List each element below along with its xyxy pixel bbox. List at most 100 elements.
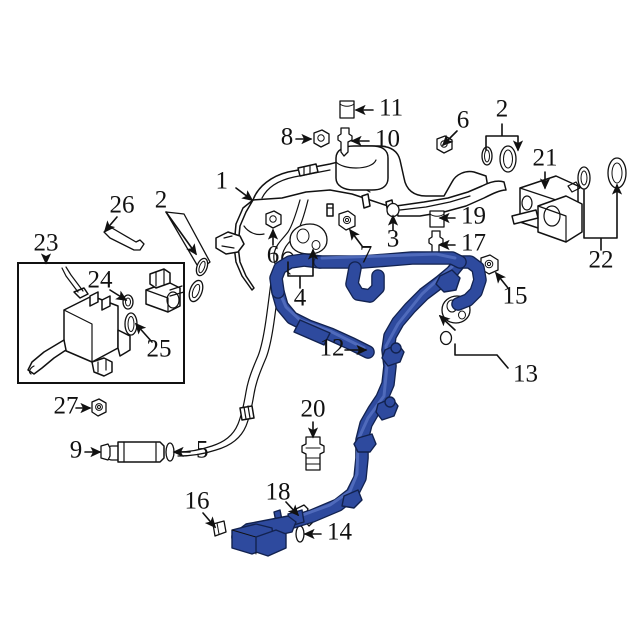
callout-number-8: 8: [281, 124, 294, 151]
callout-leader-1: [235, 187, 254, 201]
callout-2b: 2: [485, 96, 518, 150]
coupler-lower: [353, 433, 377, 453]
callout-7: 7: [349, 228, 373, 269]
callout-number-10: 10: [375, 126, 400, 153]
valve-10: [337, 127, 353, 157]
seal-3: [386, 202, 400, 218]
callout-5: 5: [172, 437, 209, 464]
callout-number-5: 5: [196, 437, 209, 464]
callout-leader-16: [202, 512, 217, 529]
callout-leader-18: [285, 501, 300, 517]
part-group-21-expansion-valve: [511, 175, 583, 243]
clip-16: [212, 520, 227, 537]
nut-8: [313, 129, 330, 148]
nut-27: [91, 398, 107, 417]
sleeve-19: [429, 210, 445, 228]
callout-number-12: 12: [320, 335, 345, 362]
callout-leader-2b: [485, 123, 518, 150]
oring-13-small: [439, 330, 453, 346]
callout-leader-22: [583, 185, 617, 251]
callout-6a: 6: [267, 228, 280, 269]
callout-leader-15: [495, 271, 509, 289]
callout-number-7: 7: [360, 242, 373, 269]
callout-number-3: 3: [387, 226, 400, 253]
callout-18: 18: [266, 479, 300, 517]
callout-leader-26: [103, 216, 118, 233]
callout-leader-4: [287, 250, 313, 289]
callout-23: 23: [34, 230, 59, 265]
callout-number-19: 19: [461, 203, 486, 230]
callout-27: 27: [54, 393, 92, 420]
callout-number-15: 15: [503, 283, 528, 310]
callout-22: 22: [583, 185, 617, 274]
nut-6a: [265, 210, 282, 229]
callout-number-18: 18: [266, 479, 291, 506]
callout-11: 11: [354, 95, 403, 122]
callout-1: 1: [216, 168, 254, 201]
oring-2b-small: [481, 146, 493, 166]
callout-25: 25: [134, 322, 172, 363]
callout-number-17: 17: [461, 230, 486, 257]
callout-leader-25: [134, 322, 153, 343]
callout-14: 14: [303, 519, 353, 546]
callout-number-24: 24: [88, 267, 114, 294]
sleeve-11: [339, 100, 355, 119]
callout-number-1: 1: [216, 168, 229, 195]
callout-19: 19: [438, 203, 486, 230]
callout-16: 16: [185, 488, 217, 529]
callout-number-25: 25: [147, 336, 172, 363]
callout-number-27: 27: [54, 393, 79, 420]
coupler-bottom: [341, 489, 363, 509]
callout-number-6a: 6: [267, 242, 280, 269]
callout-21: 21: [533, 145, 558, 190]
callout-leader-24: [109, 289, 128, 301]
callout-24: 24: [88, 267, 128, 301]
callout-number-2b: 2: [496, 96, 509, 123]
callout-3: 3: [387, 214, 400, 253]
callout-26: 26: [103, 192, 135, 233]
callout-number-26: 26: [110, 192, 135, 219]
callout-leader-6b: [441, 130, 458, 147]
inset-box-23: [17, 262, 185, 384]
callout-20: 20: [301, 396, 326, 439]
muffler-sleeve: [293, 319, 331, 346]
callout-13: 13: [440, 316, 538, 388]
callout-12: 12: [320, 335, 368, 362]
highlighted-refrigerant-line-12: [231, 251, 487, 557]
oring-14: [295, 525, 305, 543]
callout-8: 8: [281, 124, 313, 151]
callout-2a: 2: [155, 187, 197, 256]
end-fitting-right: [435, 269, 461, 293]
callout-leader-13: [440, 316, 509, 369]
callout-number-11: 11: [379, 95, 403, 122]
callout-number-14: 14: [327, 519, 353, 546]
callout-number-4: 4: [294, 285, 307, 312]
callout-number-23: 23: [34, 230, 59, 257]
callout-4: 4: [287, 250, 313, 312]
callout-number-16: 16: [185, 488, 210, 515]
callout-number-2a: 2: [155, 187, 168, 214]
mount-block-lower-2: [255, 529, 287, 557]
callout-number-21: 21: [533, 145, 558, 172]
callout-leader-2a: [165, 211, 197, 256]
pressure-switch-20: [301, 436, 325, 471]
callout-number-6b: 6: [457, 107, 470, 134]
callout-layer: 1223456678910111213141516171819202122232…: [34, 95, 618, 546]
callout-9: 9: [70, 437, 102, 464]
callout-number-9: 9: [70, 437, 83, 464]
oring-22-small: [577, 166, 591, 190]
callout-6b: 6: [441, 107, 470, 147]
callout-number-13: 13: [513, 361, 538, 388]
nut-7: [338, 210, 356, 231]
bolt-26: [103, 227, 145, 251]
oring-24: [122, 294, 134, 310]
callout-17: 17: [438, 230, 486, 257]
callout-15: 15: [495, 271, 528, 310]
callout-number-22: 22: [589, 247, 614, 274]
callout-leader-7: [349, 228, 363, 247]
callout-10: 10: [350, 126, 400, 153]
oring-5: [165, 442, 175, 462]
bolt-9: [100, 443, 111, 461]
